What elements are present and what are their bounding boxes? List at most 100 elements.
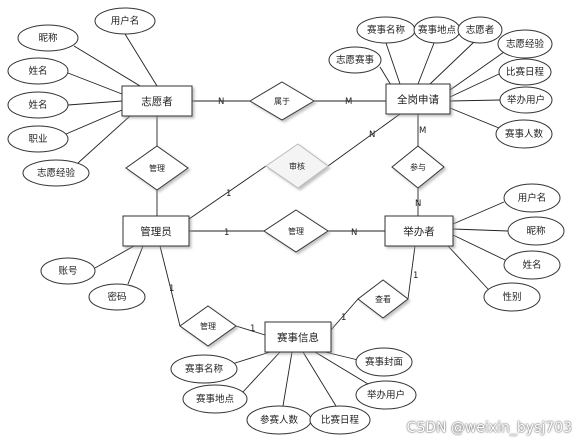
connector-line <box>231 351 271 365</box>
attribute-volunteer-experience: 志愿经验 <box>22 159 90 187</box>
entity-admin-label: 管理员 <box>140 225 172 238</box>
relationship-belongs-to[interactable]: 属于 <box>249 81 315 121</box>
attribute-event-cover: 赛事封面 <box>355 347 413 377</box>
relationship-review[interactable]: 审核 <box>265 143 329 189</box>
attribute-application-event-date: 比赛日程 <box>498 58 552 86</box>
connector-line <box>124 33 158 87</box>
svg-text:账号: 账号 <box>58 266 77 277</box>
svg-text:赛事封面: 赛事封面 <box>365 356 403 368</box>
svg-text:举办用户: 举办用户 <box>507 94 545 106</box>
connector-line <box>452 234 506 261</box>
svg-text:密码: 密码 <box>107 291 126 303</box>
attribute-application-organizer-user: 举办用户 <box>499 86 553 114</box>
svg-text:志愿者: 志愿者 <box>466 24 495 36</box>
attribute-volunteer-occupation: 职业 <box>7 125 69 153</box>
connector-line <box>429 41 475 85</box>
svg-text:志愿经验: 志愿经验 <box>506 38 545 50</box>
cardinality-label: 1 <box>413 271 418 281</box>
svg-text:志愿经验: 志愿经验 <box>37 167 76 179</box>
connector-line <box>327 113 401 167</box>
attribute-event-participant-count: 参赛人数 <box>246 405 312 435</box>
connector-line <box>188 165 267 220</box>
connector-line <box>452 201 505 225</box>
cardinality-label: 1 <box>250 324 255 334</box>
connector-line <box>314 351 369 385</box>
entity-volunteer[interactable]: 志愿者 <box>121 85 193 117</box>
svg-text:赛事地点: 赛事地点 <box>418 24 457 36</box>
relationship-view-label: 查看 <box>375 294 391 304</box>
relationship-organizer-manage-label: 管理 <box>288 226 304 236</box>
svg-text:比赛日程: 比赛日程 <box>506 66 545 78</box>
svg-text:赛事名称: 赛事名称 <box>185 363 224 375</box>
svg-text:赛事名称: 赛事名称 <box>367 24 406 36</box>
connector-line <box>67 72 123 95</box>
relationship-organizer-manage[interactable]: 管理 <box>263 209 329 253</box>
attribute-event-organizer-user: 举办用户 <box>355 380 417 410</box>
attribute-organizer-nickname: 昵称 <box>507 216 565 246</box>
connector-line <box>94 245 135 269</box>
svg-text:昵称: 昵称 <box>38 32 58 44</box>
attribute-application-volunteer: 志愿者 <box>457 16 503 44</box>
cardinality-label: M <box>419 126 426 136</box>
entity-position-application-label: 全岗申请 <box>397 93 439 106</box>
connector-line <box>452 228 509 232</box>
relationship-review-label: 审核 <box>289 161 305 171</box>
relationship-volunteer-manage-label: 管理 <box>149 163 165 173</box>
attribute-event-name: 赛事名称 <box>170 354 238 384</box>
relationship-belongs-to-label: 属于 <box>274 97 290 106</box>
connector-line <box>159 245 181 327</box>
relationship-view[interactable]: 查看 <box>357 279 409 319</box>
attribute-volunteer-name-2: 姓名 <box>7 91 69 119</box>
connector-lines <box>65 33 509 407</box>
connector-line <box>127 245 144 285</box>
entity-organizer[interactable]: 举办者 <box>384 215 454 247</box>
attribute-admin-account: 账号 <box>40 257 96 285</box>
connector-line <box>73 45 151 93</box>
connector-line <box>449 51 505 91</box>
connector-line <box>65 109 123 135</box>
attribute-volunteer-username: 用户名 <box>94 7 156 35</box>
connector-line <box>449 99 501 102</box>
attribute-application-event-location: 赛事地点 <box>413 16 461 44</box>
relationship-participate-label: 参与 <box>410 162 426 172</box>
svg-text:用户名: 用户名 <box>518 192 547 204</box>
entity-position-application[interactable]: 全岗申请 <box>385 83 451 115</box>
attribute-volunteer-nickname: 昵称 <box>17 24 79 52</box>
svg-text:昵称: 昵称 <box>526 225 546 237</box>
connector-line <box>407 245 416 300</box>
svg-text:姓名: 姓名 <box>28 65 47 77</box>
svg-text:赛事人数: 赛事人数 <box>505 128 544 140</box>
attribute-application-event-name: 赛事名称 <box>356 16 416 44</box>
relationship-participate[interactable]: 参与 <box>391 145 445 189</box>
connector-line <box>449 73 500 98</box>
connector-line <box>330 298 359 331</box>
connector-line <box>385 42 401 85</box>
svg-text:性别: 性别 <box>502 291 521 303</box>
relationship-volunteer-manage[interactable]: 管理 <box>125 145 189 191</box>
svg-text:用户名: 用户名 <box>111 15 140 27</box>
cardinality-label: M <box>345 97 352 107</box>
connector-line <box>449 107 500 129</box>
attribute-volunteer-name-1: 姓名 <box>7 57 69 85</box>
connector-line <box>235 325 266 336</box>
entity-volunteer-label: 志愿者 <box>141 95 173 108</box>
svg-text:姓名: 姓名 <box>522 259 541 271</box>
cardinality-label: N <box>218 97 224 107</box>
connector-line <box>417 42 435 85</box>
attribute-application-volunteer-2: 志愿赛事 <box>328 46 382 74</box>
relationship-event-manage[interactable]: 管理 <box>179 305 237 347</box>
watermark: CSDN @weixin_bysj703 <box>406 420 572 436</box>
attribute-organizer-name: 姓名 <box>503 250 561 280</box>
attribute-event-date: 比赛日程 <box>309 405 371 435</box>
entity-event-info[interactable]: 赛事信息 <box>264 321 332 353</box>
svg-text:职业: 职业 <box>28 134 47 145</box>
cardinality-label: 1 <box>224 228 229 238</box>
attribute-organizer-gender: 性别 <box>483 282 541 312</box>
attribute-application-participant-count: 赛事人数 <box>495 119 553 149</box>
svg-text:志愿赛事: 志愿赛事 <box>336 54 375 66</box>
cardinality-label: N <box>415 199 421 209</box>
svg-text:赛事地点: 赛事地点 <box>196 393 235 405</box>
entity-admin[interactable]: 管理员 <box>122 215 190 247</box>
